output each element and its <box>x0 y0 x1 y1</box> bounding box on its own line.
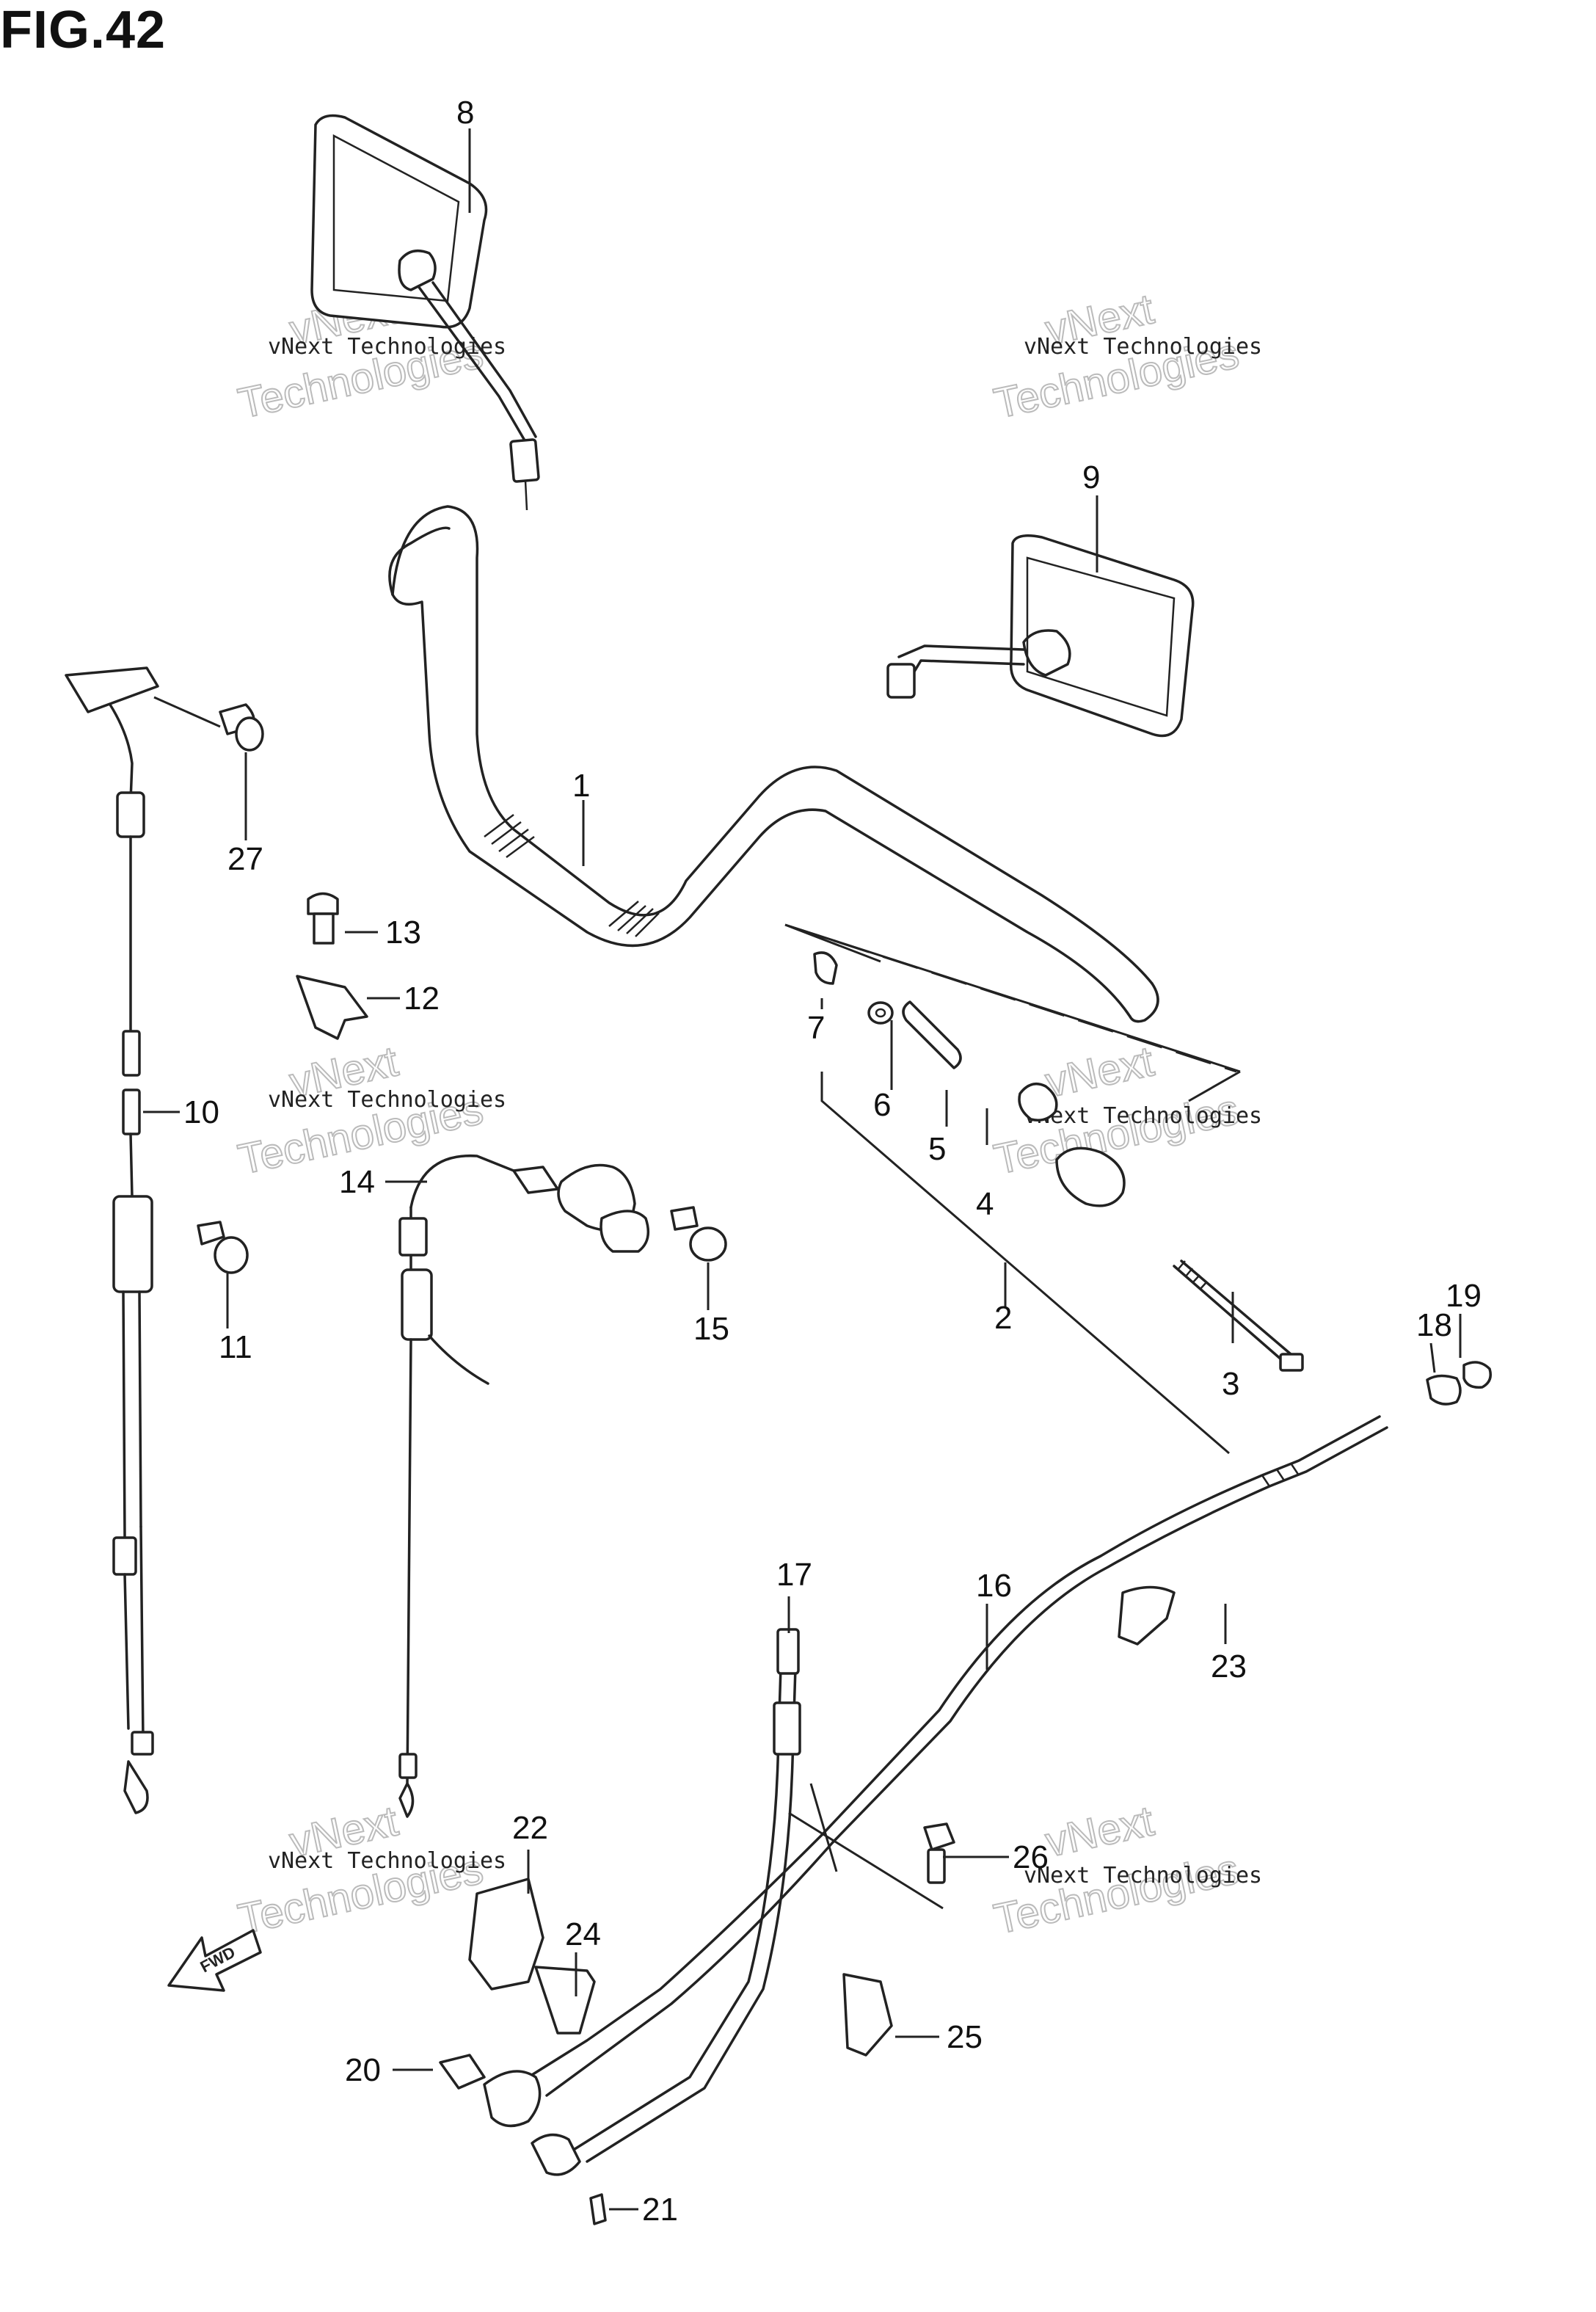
callout-13: 13 <box>385 915 421 950</box>
watermark: Technologies vNext vNext Technologies <box>233 1796 506 1944</box>
bracket-23 <box>1118 1585 1176 1646</box>
clip-21 <box>589 2193 607 2225</box>
callout-19: 19 <box>1446 1278 1482 1314</box>
clutch-cable-16 <box>483 1415 1388 2128</box>
part-weight <box>1055 1146 1126 1207</box>
callout-23: 23 <box>1211 1648 1247 1684</box>
watermark-text: vNext Technologies <box>1024 1103 1262 1129</box>
parts-3-to-7 <box>813 951 1304 1372</box>
watermark-text: vNext Technologies <box>1024 334 1262 360</box>
callout-8: 8 <box>456 95 474 131</box>
callout-3: 3 <box>1222 1366 1239 1402</box>
bracket-12 <box>296 975 368 1040</box>
callout-17: 17 <box>776 1557 812 1593</box>
callout-4: 4 <box>976 1186 994 1222</box>
watermark-text: vNext Technologies <box>1024 1863 1262 1889</box>
throttle-cable-10 <box>65 666 159 1814</box>
figure-title: FIG.42 <box>0 1 167 59</box>
watermark-text: vNext Technologies <box>268 1087 506 1113</box>
callout-10: 10 <box>183 1094 219 1130</box>
callout-11: 11 <box>219 1329 252 1365</box>
part-5-shaft <box>902 1000 962 1069</box>
watermark-text: vNext Technologies <box>268 334 506 360</box>
part-3-bolt <box>1173 1265 1289 1367</box>
callout-2: 2 <box>994 1300 1012 1336</box>
callout-15: 15 <box>693 1311 729 1347</box>
screws <box>197 703 727 1274</box>
brake-cable-17 <box>531 1628 801 2176</box>
callout-16: 16 <box>976 1568 1012 1604</box>
callout-14: 14 <box>339 1164 375 1200</box>
callout-25: 25 <box>947 2019 983 2055</box>
holder-22 <box>468 1877 544 1991</box>
pin-20 <box>439 2054 486 2090</box>
screw-13 <box>307 892 339 915</box>
callout-22: 22 <box>512 1810 548 1846</box>
callout-9: 9 <box>1082 459 1100 495</box>
balancer-assembly-outline <box>784 923 1241 1455</box>
callout-12: 12 <box>404 981 440 1017</box>
watermark-text: vNext <box>1041 1797 1158 1866</box>
part-4-bushing <box>1018 1082 1058 1122</box>
callouts: 8 1 9 2 3 4 5 6 7 27 13 12 10 11 14 15 1… <box>183 95 1482 2228</box>
callout-24: 24 <box>565 1916 601 1952</box>
bracket-25 <box>842 1973 893 2057</box>
callout-1: 1 <box>572 768 590 804</box>
callout-6: 6 <box>873 1087 891 1123</box>
callout-20: 20 <box>345 2052 381 2088</box>
watermark-text: vNext <box>1041 1037 1158 1106</box>
watermarks: Technologies vNext vNext Technologies Te… <box>233 284 1262 1944</box>
part-6-washer <box>867 1001 894 1025</box>
callout-5: 5 <box>928 1131 946 1167</box>
part-7-nut <box>813 951 838 985</box>
callout-21: 21 <box>642 2192 678 2228</box>
screw-15 <box>670 1206 699 1231</box>
bolt-24 <box>534 1966 596 2035</box>
parts-20-26 <box>439 1585 1176 2225</box>
watermark-text: vNext Technologies <box>268 1848 506 1874</box>
callout-7: 7 <box>807 1010 825 1046</box>
watermark: Technologies vNext vNext Technologies <box>233 1036 506 1184</box>
callout-27: 27 <box>227 841 263 877</box>
parts-18-19 <box>1426 1361 1492 1406</box>
fwd-direction-arrow: FWD <box>167 1929 262 1992</box>
handlebar <box>388 505 1159 1023</box>
callout-18: 18 <box>1416 1307 1452 1343</box>
leader-lines <box>143 128 1462 2211</box>
left-mirror <box>310 114 540 511</box>
cable-14 <box>398 1154 650 1818</box>
watermark: Technologies vNext vNext Technologies <box>989 284 1262 428</box>
screw-11 <box>197 1221 225 1246</box>
right-mirror <box>886 534 1195 738</box>
bolt-26 <box>923 1822 955 1851</box>
callout-26: 26 <box>1013 1839 1049 1875</box>
